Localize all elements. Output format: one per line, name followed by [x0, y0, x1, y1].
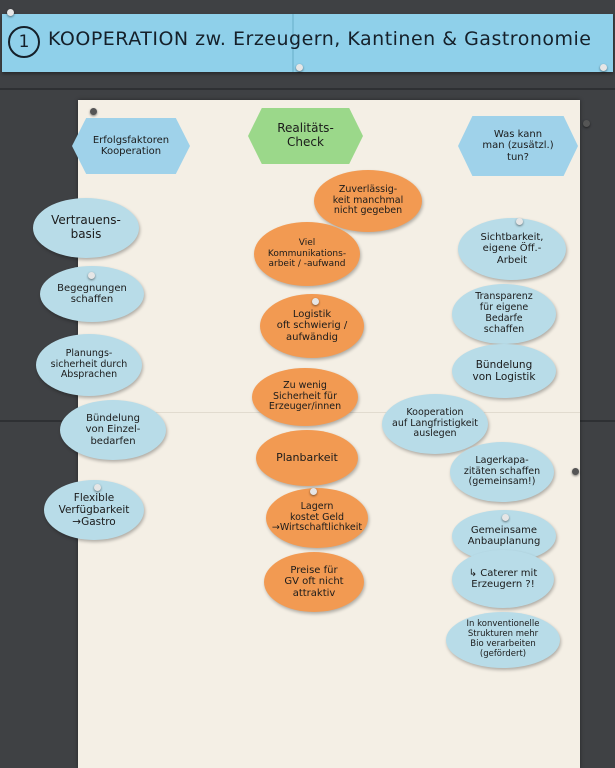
card-prices: Preise für GV oft nicht attraktiv	[264, 552, 364, 612]
header-reality-check: Realitäts- Check	[248, 108, 363, 164]
pin	[572, 468, 579, 475]
pin	[516, 218, 523, 225]
card-predictability: Planbarkeit	[256, 430, 358, 486]
pin	[502, 514, 509, 521]
card-bundling-logistics: Bündelung von Logistik	[452, 344, 556, 398]
card-bundling-demand: Bündelung von Einzel- bedarfen	[60, 400, 166, 460]
banner-title: KOOPERATION zw. Erzeugern, Kantinen & Ga…	[48, 28, 592, 50]
card-storage-capacity: Lagerkapa- zitäten schaffen (gemeinsam!)	[450, 442, 554, 502]
board-seam	[0, 88, 615, 90]
pin	[583, 120, 590, 127]
card-storage-costs: Lagern kostet Geld →Wirtschaftlichkeit	[266, 488, 368, 548]
card-trust-basis: Vertrauens- basis	[33, 198, 139, 258]
pin	[90, 108, 97, 115]
title-banner: 1 KOOPERATION zw. Erzeugern, Kantinen & …	[2, 14, 613, 72]
pin	[310, 488, 317, 495]
banner-number: 1	[8, 26, 40, 58]
card-conventional-structures: In konventionelle Strukturen mehr Bio ve…	[446, 612, 560, 668]
card-planning-security: Planungs- sicherheit durch Absprachen	[36, 334, 142, 396]
card-visibility: Sichtbarkeit, eigene Öff.- Arbeit	[458, 218, 566, 280]
card-logistics: Logistik oft schwierig / aufwändig	[260, 294, 364, 358]
card-communication-effort: Viel Kommunikations- arbeit / -aufwand	[254, 222, 360, 286]
card-reliability: Zuverlässig- keit manchmal nicht gegeben	[314, 170, 422, 232]
card-transparency: Transparenz für eigene Bedarfe schaffen	[452, 284, 556, 344]
banner-seam	[292, 14, 294, 72]
pin	[7, 9, 14, 16]
pin	[94, 484, 101, 491]
pin	[296, 64, 303, 71]
header-what-can-be-done: Was kann man (zusätzl.) tun?	[458, 116, 578, 176]
card-flexible-availability: Flexible Verfügbarkeit →Gastro	[44, 480, 144, 540]
card-little-security: Zu wenig Sicherheit für Erzeuger/innen	[252, 368, 358, 426]
card-long-term-cooperation: Kooperation auf Langfristigkeit auslegen	[382, 394, 488, 454]
card-caterer-producers: ↳ Caterer mit Erzeugern ?!	[452, 550, 554, 608]
header-success-factors: Erfolgsfaktoren Kooperation	[72, 118, 190, 174]
pin	[312, 298, 319, 305]
pin	[88, 272, 95, 279]
pin	[600, 64, 607, 71]
